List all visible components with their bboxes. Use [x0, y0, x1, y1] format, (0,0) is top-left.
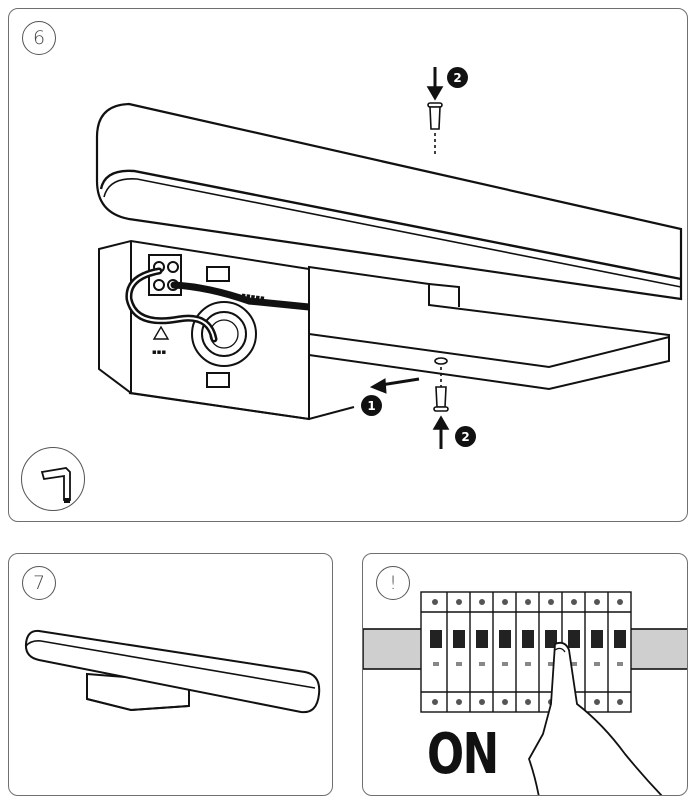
- lamp-bar: [95, 102, 683, 301]
- circuit-breakers: [420, 591, 632, 713]
- installed-lamp: [24, 629, 321, 714]
- step-7-number: 7: [22, 566, 56, 600]
- step-6-panel: 6 ▪▪▪ ▪▪▪▪▪: [8, 8, 688, 522]
- breaker-illustration: [363, 591, 687, 795]
- step-7-illustration: [24, 629, 321, 714]
- badge-screw-bottom: 2: [455, 426, 476, 447]
- driver-housing: [308, 265, 670, 391]
- breaker-indicators: [433, 662, 623, 666]
- mounting-box: ▪▪▪ ▪▪▪▪▪: [98, 239, 355, 421]
- detach-arrow: [369, 377, 420, 394]
- breaker-levers: [430, 630, 626, 648]
- breaker-columns: [446, 592, 609, 712]
- step-7-panel: 7: [8, 553, 333, 796]
- svg-text:▪▪▪▪▪: ▪▪▪▪▪: [241, 291, 266, 302]
- on-label: ON: [427, 722, 499, 787]
- bottom-screw: [432, 357, 450, 449]
- hand-pointing: [528, 641, 663, 795]
- warning-panel: !: [362, 553, 688, 796]
- screws-top: [432, 599, 623, 605]
- warning-number: !: [376, 566, 410, 600]
- power-cable: [125, 267, 313, 343]
- top-screw: [426, 67, 444, 157]
- allen-key-icon: [21, 447, 85, 511]
- svg-text:▪▪▪: ▪▪▪: [152, 348, 166, 356]
- badge-screw-top: 2: [447, 67, 468, 88]
- step-6-illustration: ▪▪▪ ▪▪▪▪▪: [95, 67, 683, 449]
- badge-detach: 1: [361, 395, 382, 416]
- step-6-number: 6: [22, 21, 56, 55]
